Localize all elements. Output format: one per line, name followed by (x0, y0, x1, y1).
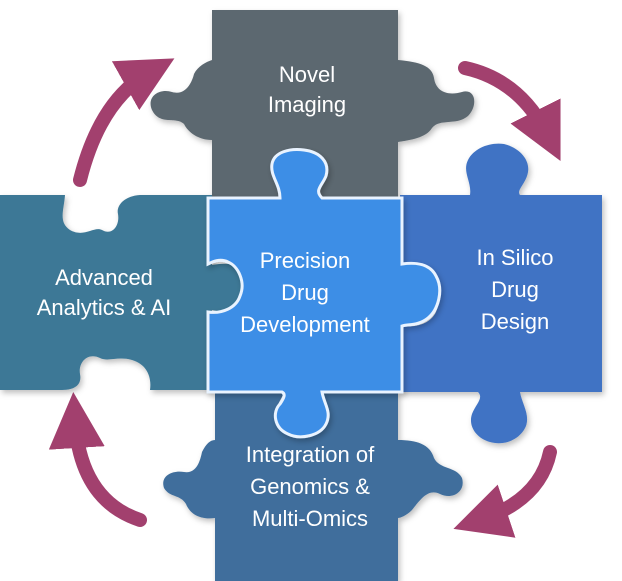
bottom-piece-line-1: Integration of (246, 442, 375, 467)
puzzle-piece-left: Advanced Analytics & AI (0, 195, 249, 390)
arrow-bottom-to-left (48, 392, 147, 527)
puzzle-piece-right-shape (400, 143, 602, 444)
left-piece-line-2: Analytics & AI (37, 295, 172, 320)
right-piece-line-1: In Silico (476, 245, 553, 270)
center-piece-line-2: Drug (281, 280, 329, 305)
bottom-piece-line-3: Multi-Omics (252, 506, 368, 531)
arrow-right-to-bottom (453, 445, 557, 538)
top-piece-line-1: Novel (279, 62, 335, 87)
puzzle-piece-center: Precision Drug Development (206, 148, 442, 439)
bottom-piece-line-2: Genomics & (250, 474, 370, 499)
puzzle-piece-center-shape (206, 148, 442, 439)
cycle-arrows (48, 58, 561, 538)
arrow-top-to-right (458, 61, 561, 162)
top-piece-line-2: Imaging (268, 92, 346, 117)
puzzle-piece-top: Novel Imaging (150, 10, 475, 200)
left-piece-line-1: Advanced (55, 265, 153, 290)
puzzle-piece-left-shape (0, 195, 249, 390)
right-piece-line-2: Drug (491, 277, 539, 302)
puzzle-piece-top-shape (150, 10, 475, 200)
puzzle-piece-right: In Silico Drug Design (400, 143, 602, 444)
center-piece-line-1: Precision (260, 248, 350, 273)
puzzle-piece-bottom: Integration of Genomics & Multi-Omics (163, 390, 463, 581)
right-piece-line-3: Design (481, 309, 549, 334)
center-piece-line-3: Development (240, 312, 370, 337)
arrow-left-to-top (73, 58, 175, 187)
puzzle-piece-bottom-shape (163, 390, 463, 581)
